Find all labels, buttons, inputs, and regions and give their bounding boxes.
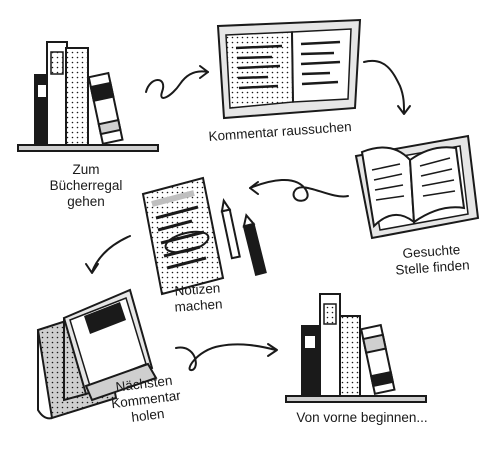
open-book-illustration bbox=[354, 134, 480, 240]
arrowhead-2-to-3 bbox=[397, 105, 411, 115]
closed-books-illustration bbox=[36, 288, 158, 420]
arrowhead-1-to-2 bbox=[199, 65, 209, 79]
bookshelf-illustration bbox=[17, 41, 159, 152]
step-1-line-2: Bücherregal bbox=[49, 178, 123, 193]
arrow-4-to-5 bbox=[91, 235, 131, 273]
step-6-line-1: Von vorne beginnen... bbox=[296, 410, 428, 425]
notes-illustration bbox=[141, 176, 267, 296]
step-1-label: Zum Bücherregal gehen bbox=[46, 162, 126, 210]
arrow-1-to-2 bbox=[145, 70, 209, 99]
arrowhead-3-to-4 bbox=[249, 181, 259, 195]
step-6-label: Von vorne beginnen... bbox=[290, 410, 434, 426]
open-commentary-illustration bbox=[216, 18, 362, 120]
step-4-label: Notizen machen bbox=[159, 279, 237, 316]
arrowhead-5-to-6 bbox=[267, 343, 278, 357]
step-1-line-1: Zum bbox=[72, 162, 100, 177]
arrowhead-4-to-5 bbox=[85, 263, 99, 274]
arrow-2-to-3 bbox=[363, 59, 405, 113]
arrow-3-to-4 bbox=[249, 178, 349, 202]
arrow-5-to-6 bbox=[175, 343, 277, 371]
bookshelf-again-illustration bbox=[285, 293, 427, 403]
step-5-label: Nächsten Kommentar holen bbox=[101, 371, 190, 429]
step-1-line-3: gehen bbox=[67, 194, 105, 209]
